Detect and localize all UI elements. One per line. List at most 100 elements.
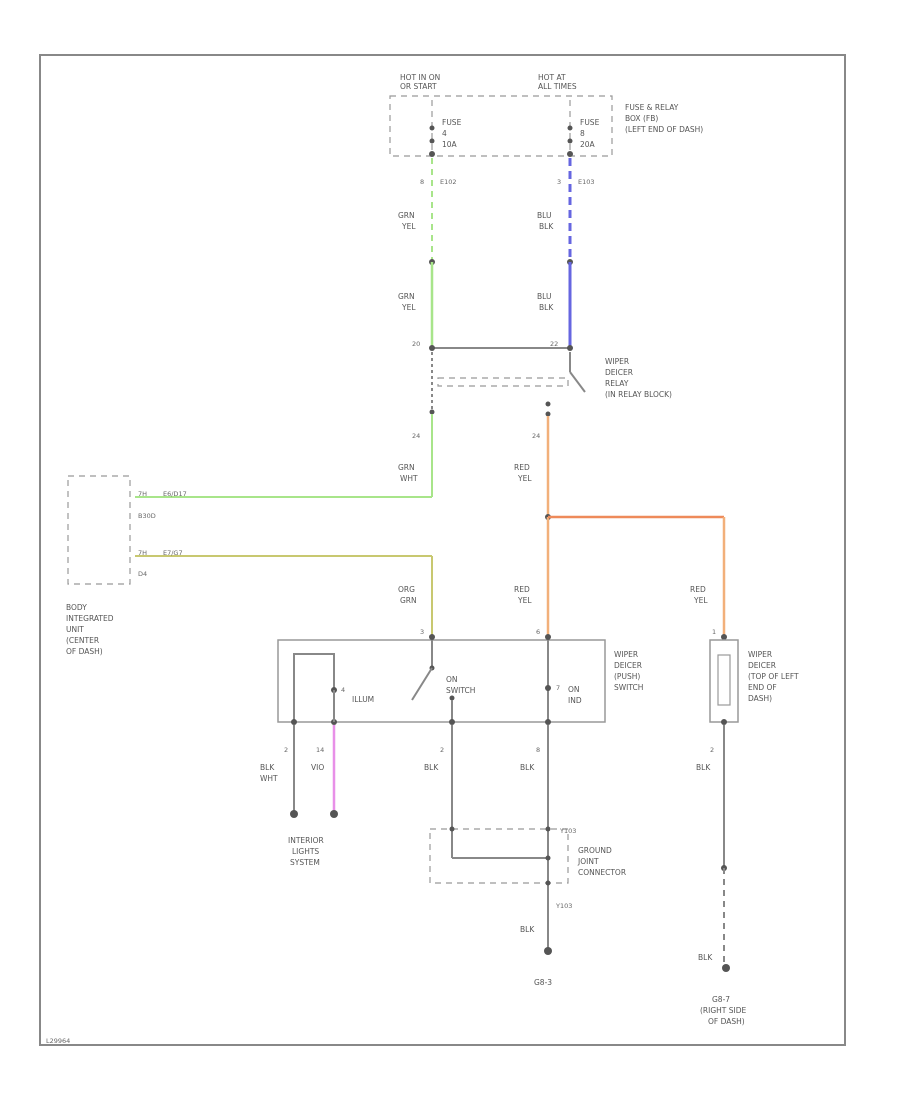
switch-label-line-2: DEICER bbox=[614, 661, 642, 670]
fuse-right-terminal-b bbox=[567, 138, 573, 144]
gjc-connector-id: Y103 bbox=[559, 827, 576, 835]
bicm-pin1: E6/D17 bbox=[163, 490, 187, 498]
blk-label-e: BLK bbox=[698, 953, 713, 962]
supply-left-line1: HOT IN ON bbox=[400, 73, 440, 82]
red-yel-label-a2: YEL bbox=[517, 474, 532, 483]
bicm-conn1: 7H bbox=[138, 490, 147, 498]
relay-pin-a-label: 20 bbox=[412, 340, 420, 348]
interior-label-3: SYSTEM bbox=[290, 858, 320, 867]
switch-pin-2a bbox=[291, 719, 297, 725]
blk-label-b: BLK bbox=[520, 763, 535, 772]
grn-wht-label-1: GRN bbox=[398, 463, 415, 472]
blk-wht-label-1: BLK bbox=[260, 763, 275, 772]
wire-org-grn: ORG GRN bbox=[135, 555, 433, 637]
ground-joint-connector: Y103 GROUND JOINT CONNECTOR Y103 BLK G8-… bbox=[429, 826, 626, 987]
switch-contact-bottom bbox=[449, 695, 455, 701]
ground-g2-desc-2: OF DASH) bbox=[708, 1017, 745, 1026]
bicm-label-4: (CENTER bbox=[66, 636, 99, 645]
bicm-pin2: E7/G7 bbox=[163, 549, 183, 557]
red-yel-label-c1: RED bbox=[690, 585, 706, 594]
switch-label-line-3: (PUSH) bbox=[614, 672, 640, 681]
fuse-left-number: 4 bbox=[442, 129, 447, 138]
fuse-right-label: FUSE bbox=[580, 118, 600, 127]
wiper-deicer-relay: 20 22 WIPER DEICER RELAY (IN RELAY BLOCK… bbox=[412, 340, 672, 440]
switch-pin-b-label: 6 bbox=[536, 628, 540, 636]
relay-contact-arm bbox=[569, 371, 586, 393]
relay-pin-20 bbox=[429, 345, 435, 351]
switch-label-line-1: WIPER bbox=[614, 650, 638, 659]
blu-blk-label-b1: BLU bbox=[537, 292, 551, 301]
fuse-left-terminal-a bbox=[429, 125, 435, 131]
supply-left-line2: OR START bbox=[400, 82, 437, 91]
relay-pin-c-label: 24 bbox=[412, 432, 420, 440]
switch-label-line-4: SWITCH bbox=[614, 683, 643, 692]
grn-yel-label-b1: GRN bbox=[398, 292, 415, 301]
relay-pin-b-label: 22 bbox=[550, 340, 558, 348]
deicer-pin-2 bbox=[721, 719, 727, 725]
grn-yel-label-a2: YEL bbox=[401, 222, 416, 231]
illum-pin-label: 4 bbox=[341, 686, 345, 694]
bicm-label-1: BODY bbox=[66, 603, 87, 612]
gjc-pin-b bbox=[545, 826, 551, 832]
body-integrated-unit: 7H E6/D17 B30D 7H E7/G7 D4 BODY INTEGRAT… bbox=[66, 475, 187, 656]
illum-loop bbox=[293, 653, 335, 722]
ground-g2-desc-1: (RIGHT SIDE bbox=[700, 1006, 747, 1015]
vio-label: VIO bbox=[311, 763, 324, 772]
fuse-left-output bbox=[429, 151, 435, 157]
deicer-label-3: (TOP OF LEFT bbox=[748, 672, 799, 681]
indicator-pin-label: 7 bbox=[556, 684, 560, 692]
blk-wht-label-2: WHT bbox=[260, 774, 278, 783]
deicer-pin-top-label: 1 bbox=[712, 628, 716, 636]
bicm-sig1: B30D bbox=[138, 512, 156, 520]
bicm-label-5: OF DASH) bbox=[66, 647, 103, 656]
grn-yel-label-a1: GRN bbox=[398, 211, 415, 220]
deicer-label-5: DASH) bbox=[748, 694, 772, 703]
blk-label-c: BLK bbox=[520, 925, 535, 934]
blu-blk-label-a2: BLK bbox=[539, 222, 554, 231]
relay-coil-terminal bbox=[429, 409, 435, 415]
relay-linkage bbox=[437, 377, 569, 387]
indicator-lamp bbox=[545, 685, 551, 691]
switch-pin-3 bbox=[429, 634, 435, 640]
fuse-box-label-3: (LEFT END OF DASH) bbox=[625, 125, 703, 134]
switch-pin-8 bbox=[545, 719, 551, 725]
bicm-label-3: UNIT bbox=[66, 625, 84, 634]
fuse-right-output bbox=[567, 151, 573, 157]
interior-label-2: LIGHTS bbox=[292, 847, 319, 856]
relay-out-terminal-a bbox=[545, 401, 551, 407]
gjc-label-1: GROUND bbox=[578, 846, 612, 855]
ground-g1-label: G8-3 bbox=[534, 978, 552, 987]
blu-blk-label-b2: BLK bbox=[539, 303, 554, 312]
switch-bottom-pin-1: 2 bbox=[284, 746, 288, 754]
wiper-deicer-switch: 3 6 4 ILLUM ON SWITCH 7 ON IND WIPER DEI… bbox=[277, 628, 643, 754]
fuse-box-label-2: BOX (FB) bbox=[625, 114, 658, 123]
deicer-label-1: WIPER bbox=[748, 650, 772, 659]
supply-right-line2: ALL TIMES bbox=[538, 82, 577, 91]
switch-label-1: ON bbox=[446, 675, 458, 684]
fuse-left-label: FUSE bbox=[442, 118, 462, 127]
gjc-bus-node bbox=[545, 855, 551, 861]
ground-g8-7 bbox=[722, 964, 730, 972]
wire-grn-wht: GRN WHT bbox=[135, 414, 433, 498]
interior-terminal-a bbox=[290, 810, 298, 818]
blk-label-a: BLK bbox=[424, 763, 439, 772]
gjc-output bbox=[545, 880, 551, 886]
gjc-label-2: JOINT bbox=[577, 857, 599, 866]
wire-blu-blk: BLU BLK BLU BLK bbox=[537, 158, 573, 348]
red-yel-label-b2: YEL bbox=[517, 596, 532, 605]
switch-pin-6 bbox=[545, 634, 551, 640]
switch-bottom-pin-3: 2 bbox=[440, 746, 444, 754]
deicer-outline bbox=[709, 639, 739, 723]
deicer-pin-bottom-label: 2 bbox=[710, 746, 714, 754]
wire-red-yel: RED YEL RED YEL RED YEL bbox=[514, 416, 726, 637]
org-grn-label-1: ORG bbox=[398, 585, 415, 594]
grn-yel-label-b2: YEL bbox=[401, 303, 416, 312]
indicator-label-2: IND bbox=[568, 696, 582, 705]
switch-pin-a-label: 3 bbox=[420, 628, 424, 636]
relay-label-3: RELAY bbox=[605, 379, 629, 388]
switch-outline bbox=[277, 639, 606, 723]
ground-joint-outline bbox=[429, 828, 569, 884]
illum-label: ILLUM bbox=[352, 695, 374, 704]
fuse-left-rating: 10A bbox=[442, 140, 458, 149]
